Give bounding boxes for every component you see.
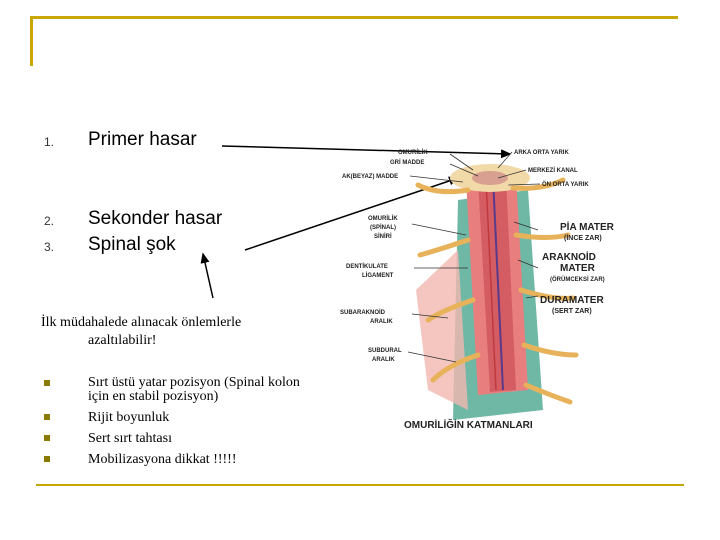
bullet-item: Mobilizasyona dikkat !!!!!: [44, 449, 344, 470]
nerve-roots: [415, 177, 579, 405]
label-on-orta-yarik: ÖN ORTA YARIK: [542, 181, 589, 188]
frame-left-border: [30, 16, 33, 66]
label-subaraknoid: ARALIK: [370, 319, 393, 325]
label-merkezi-kanal: MERKEZİ KANAL: [528, 167, 578, 174]
bullet-square-icon: [44, 435, 50, 441]
list-number-2: 2.: [44, 214, 55, 228]
frame-top-border: [30, 16, 678, 19]
label-omurilik: OMURİLİK: [398, 149, 428, 156]
label-araknoid: ARAKNOİD: [542, 250, 596, 263]
bullet-square-icon: [44, 414, 50, 420]
bullet-text-cont: için en stabil pozisyon): [88, 389, 219, 404]
paragraph-line-2: azaltılabilir!: [88, 333, 157, 348]
list-number-3: 3.: [44, 240, 55, 254]
blood-vessel: [485, 179, 497, 391]
label-subdural: SUBDURAL: [368, 348, 402, 354]
label-dentikulate: LİGAMENT: [362, 272, 394, 279]
paragraph-line-1: İlk müdahalede alınacak önlemlerle: [41, 315, 242, 330]
arrow-sekonder-hasar: [200, 252, 214, 299]
bullet-text: Rijit boyunluk: [88, 410, 170, 425]
list-item-primer-hasar: Primer hasar: [88, 129, 197, 150]
label-spinal-sinir: SİNİRİ: [374, 233, 392, 240]
bullet-square-icon: [44, 380, 50, 386]
label-spinal-sinir: OMURİLİK: [368, 215, 398, 222]
bullet-text: Mobilizasyona dikkat !!!!!: [88, 452, 237, 467]
figure-caption: OMURİLİĞİN KATMANLARI: [404, 418, 533, 431]
leader-lines: [407, 151, 541, 363]
arrow-spinal-sok: [244, 176, 460, 251]
spinal-cord-layers-illustration: OMURİLİK GRİ MADDE AK(BEYAZ) MADDE ARKA …: [340, 149, 615, 431]
label-arka-orta-yarik: ARKA ORTA YARIK: [514, 150, 569, 156]
list-item-spinal-sok: Spinal şok: [88, 234, 176, 255]
arachnoid-flap: [416, 250, 468, 410]
list-item-sekonder-hasar: Sekonder hasar: [88, 208, 223, 229]
label-araknoid: MATER: [560, 263, 596, 274]
arrow-primer-hasar: [221, 145, 512, 159]
label-pia-mater: PİA MATER: [560, 220, 615, 233]
blood-vessel: [492, 177, 504, 391]
frame-bottom-border: [36, 484, 684, 486]
label-subaraknoid: SUBARAKNOİD: [340, 309, 386, 316]
list-number-1: 1.: [44, 135, 55, 149]
label-ak-madde: AK(BEYAZ) MADDE: [342, 174, 398, 180]
label-duramater: DURAMATER: [540, 295, 604, 306]
label-duramater-sub: (SERT ZAR): [552, 308, 592, 315]
cross-section-gray-matter: [472, 171, 508, 185]
bullet-item: Rijit boyunluk: [44, 407, 344, 428]
label-subdural: ARALIK: [372, 357, 395, 363]
label-pia-mater-sub: (İNCE ZAR): [564, 234, 602, 242]
label-spinal-sinir: (SPİNAL): [370, 224, 396, 231]
bullet-list: Sırt üstü yatar pozisyon (Spinal kolon i…: [44, 373, 344, 470]
bullet-text: Sırt üstü yatar pozisyon (Spinal kolon: [88, 375, 300, 390]
label-araknoid-sub: (ÖRÜMCEKSİ ZAR): [550, 276, 605, 283]
bullet-square-icon: [44, 456, 50, 462]
bullet-item: Sırt üstü yatar pozisyon (Spinal kolon i…: [44, 373, 344, 407]
label-gri-madde: GRİ MADDE: [390, 159, 424, 166]
label-dentikulate: DENTİKULATE: [346, 263, 388, 270]
bullet-text: Sert sırt tahtası: [88, 431, 172, 446]
bullet-item: Sert sırt tahtası: [44, 428, 344, 449]
paragraph: İlk müdahalede alınacak önlemlerle azalt…: [41, 314, 331, 350]
spinal-cord-center: [478, 178, 516, 392]
